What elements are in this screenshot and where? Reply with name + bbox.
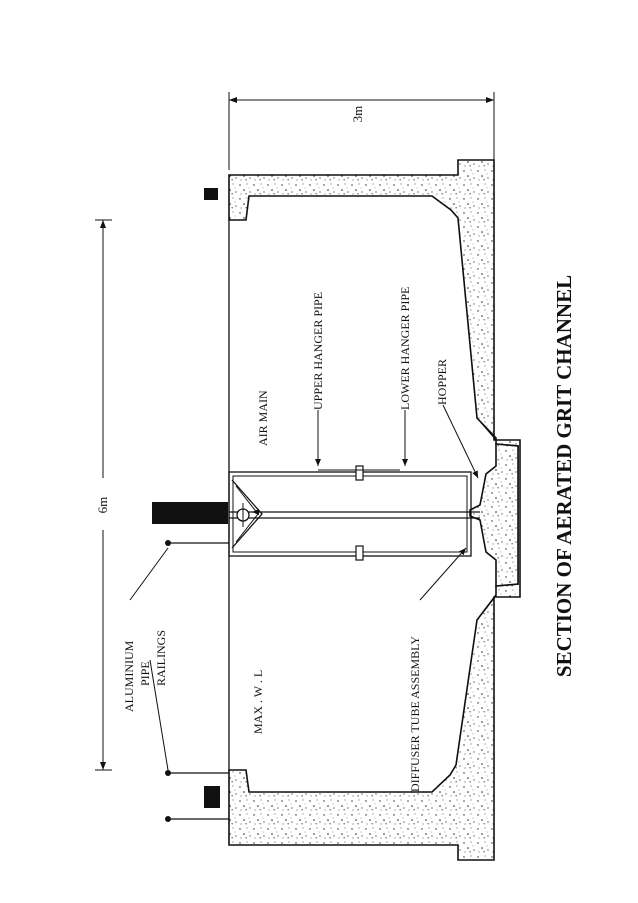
dimension-3m [228,92,495,170]
drawing-title: SECTION OF AERATED GRIT CHANNEL [552,275,576,677]
air-main-support [152,502,228,524]
diffuser-label: DIFFUSER TUBE ASSEMBLY [408,636,422,792]
lower-hanger-pipe-label: LOWER HANGER PIPE [398,287,412,410]
hopper [469,443,519,587]
svg-text:RAILINGS: RAILINGS [154,630,168,686]
air-main-label: AIR MAIN [256,390,270,446]
leader-lines [129,404,479,771]
dim-3m-label: 3m [350,106,365,123]
railing-pipes [165,540,229,822]
svg-text:ALUMINIUM: ALUMINIUM [122,640,136,712]
dim-6m-label: 6m [95,497,110,514]
dimension-6m [95,219,112,771]
railing-post-bottom [204,786,220,808]
water-level-label: MAX . W . L [251,670,265,734]
railing-post-top [204,188,218,200]
railings-label: ALUMINIUM PIPE RAILINGS [122,630,168,712]
svg-text:PIPE: PIPE [138,661,152,686]
hopper-label: HOPPER [435,359,449,405]
concrete-channel [228,159,521,861]
hanger-pipe-assembly [228,465,480,561]
upper-hanger-pipe-label: UPPER HANGER PIPE [311,292,325,410]
